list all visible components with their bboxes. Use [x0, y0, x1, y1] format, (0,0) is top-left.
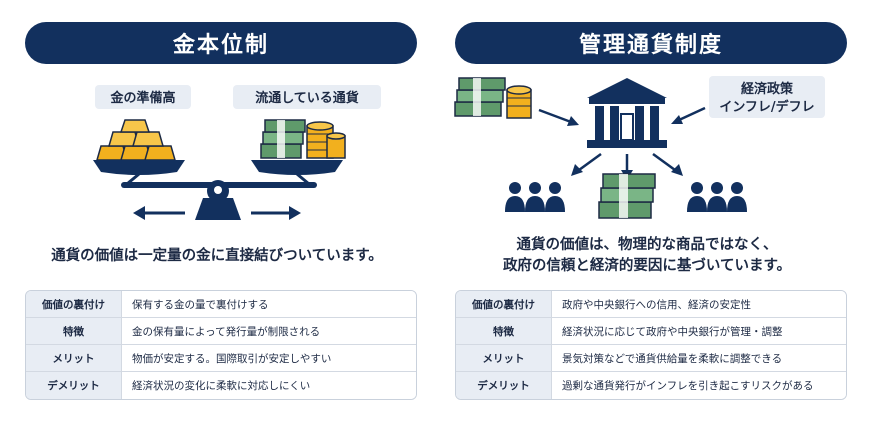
gold-standard-table: 価値の裏付け 保有する金の量で裏付けする 特徴 金の保有量によって発行量が制限さ… — [25, 290, 417, 400]
row-key: 価値の裏付け — [456, 291, 552, 318]
table-row: デメリット 経済状況の変化に柔軟に対応しにくい — [26, 372, 416, 399]
svg-text:金の準備高: 金の準備高 — [109, 90, 175, 106]
balance-scale-icon — [93, 160, 343, 220]
svg-text:経済政策: 経済政策 — [741, 81, 794, 97]
row-key: メリット — [26, 345, 122, 372]
svg-text:流通している通貨: 流通している通貨 — [255, 90, 359, 106]
money-stack-icon — [598, 173, 656, 219]
gold-standard-description: 通貨の価値は一定量の金に直接結びついています。 — [51, 248, 383, 264]
coin-stack-icon — [306, 121, 346, 159]
arrow-icon — [671, 106, 706, 124]
row-key: デメリット — [26, 372, 122, 399]
row-key: 特徴 — [26, 318, 122, 345]
gold-standard-panel: 金本位制 金の準備高 流通している通貨 — [17, 0, 417, 422]
balance-scale-illustration: 金の準備高 流通している通貨 — [93, 85, 381, 220]
managed-currency-description: 通貨の価値は、物理的な商品ではなく、 政府の信頼と経済的要因に基づいています。 — [447, 235, 847, 277]
row-value: 金の保有量によって発行量が制限される — [122, 318, 416, 345]
managed-currency-title: 管理通貨制度 — [455, 22, 847, 64]
managed-currency-panel: 管理通貨制度 — [447, 0, 847, 422]
arrow-icon — [571, 152, 683, 180]
row-key: 特徴 — [456, 318, 552, 345]
gold-bars-icon — [96, 119, 176, 161]
gold-standard-title: 金本位制 — [25, 22, 417, 64]
bank-building-icon — [587, 78, 667, 148]
arrow-right-icon — [251, 206, 301, 220]
managed-currency-illustration: 経済政策 インフレ/デフレ — [454, 76, 825, 219]
money-stack-icon — [454, 77, 506, 117]
people-group-icon — [505, 182, 565, 212]
table-row: 特徴 金の保有量によって発行量が制限される — [26, 318, 416, 345]
managed-currency-table: 価値の裏付け 政府や中央銀行への信用、経済の安定性 特徴 経済状況に応じて政府や… — [455, 290, 847, 400]
gold-reserve-label: 金の準備高 — [95, 85, 191, 109]
table-row: 価値の裏付け 保有する金の量で裏付けする — [26, 291, 416, 318]
row-key: デメリット — [456, 372, 552, 399]
money-stack-icon — [260, 119, 306, 159]
row-key: メリット — [456, 345, 552, 372]
description-line: 政府の信頼と経済的要因に基づいています。 — [502, 258, 792, 274]
row-key: 価値の裏付け — [26, 291, 122, 318]
row-value: 政府や中央銀行への信用、経済の安定性 — [552, 291, 846, 318]
economic-policy-label: 経済政策 インフレ/デフレ — [709, 76, 825, 118]
table-row: 価値の裏付け 政府や中央銀行への信用、経済の安定性 — [456, 291, 846, 318]
row-value: 経済状況に応じて政府や中央銀行が管理・調整 — [552, 318, 846, 345]
arrow-icon — [538, 108, 579, 126]
arrow-left-icon — [133, 206, 185, 220]
row-value: 経済状況の変化に柔軟に対応しにくい — [122, 372, 416, 399]
row-value: 過剰な通貨発行がインフレを引き起こすリスクがある — [552, 372, 846, 399]
table-row: メリット 景気対策などで通貨供給量を柔軟に調整できる — [456, 345, 846, 372]
table-row: 特徴 経済状況に応じて政府や中央銀行が管理・調整 — [456, 318, 846, 345]
svg-text:インフレ/デフレ: インフレ/デフレ — [719, 99, 814, 115]
row-value: 景気対策などで通貨供給量を柔軟に調整できる — [552, 345, 846, 372]
description-line: 通貨の価値は、物理的な商品ではなく、 — [516, 237, 778, 253]
people-group-icon — [687, 182, 747, 212]
currency-label: 流通している通貨 — [233, 85, 381, 109]
table-row: メリット 物価が安定する。国際取引が安定しやすい — [26, 345, 416, 372]
coin-stack-icon — [506, 85, 532, 119]
row-value: 物価が安定する。国際取引が安定しやすい — [122, 345, 416, 372]
table-row: デメリット 過剰な通貨発行がインフレを引き起こすリスクがある — [456, 372, 846, 399]
row-value: 保有する金の量で裏付けする — [122, 291, 416, 318]
